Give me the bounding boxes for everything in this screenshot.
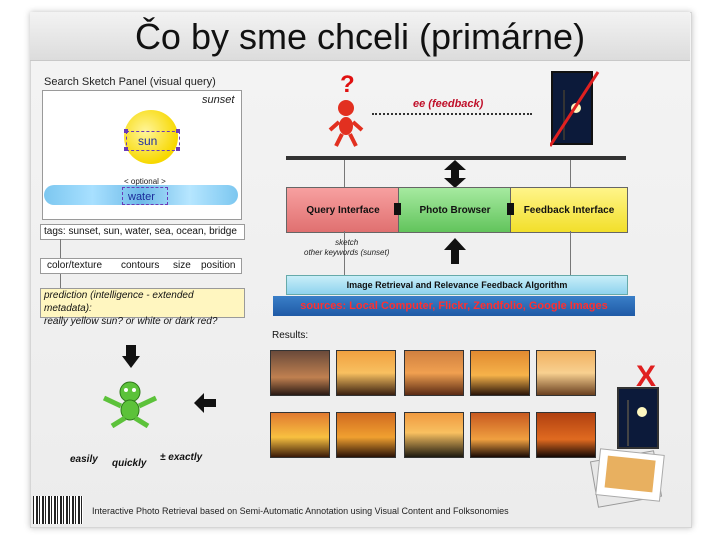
timeline-bar <box>286 156 626 160</box>
footer-text: Interactive Photo Retrieval based on Sem… <box>92 506 509 516</box>
sun-selection-box[interactable] <box>126 131 180 151</box>
result-thumbnail[interactable] <box>536 412 596 458</box>
double-arrow-icon <box>444 160 466 188</box>
result-thumbnail[interactable] <box>336 412 396 458</box>
arrow-up-icon <box>444 238 466 264</box>
connector-line <box>60 239 61 258</box>
prediction-row: prediction (intelligence - extended meta… <box>40 288 245 327</box>
query-interface-box[interactable]: Query Interface <box>286 187 400 233</box>
selection-handle[interactable] <box>176 129 180 133</box>
water-label: water <box>128 191 155 203</box>
result-thumbnail[interactable] <box>336 350 396 396</box>
selection-handle[interactable] <box>176 147 180 151</box>
easily-label: easily <box>70 454 98 465</box>
sun-label: sun <box>138 134 158 148</box>
results-label: Results: <box>272 330 309 341</box>
feedback-dotted-line <box>372 113 532 115</box>
feedback-label: ee (feedback) <box>413 98 484 110</box>
svg-text:?: ? <box>340 71 355 98</box>
optional-label: < optional > <box>124 177 166 186</box>
connector-square <box>507 203 514 215</box>
arrow-icon <box>122 356 140 368</box>
selection-handle[interactable] <box>124 147 128 151</box>
sketch-panel-title: Search Sketch Panel (visual query) <box>44 76 216 88</box>
connector-line <box>344 231 345 275</box>
water-sketch[interactable] <box>44 185 238 205</box>
color-texture-label: color/texture <box>47 260 103 271</box>
connector-square <box>394 203 401 215</box>
photo-stack-icon <box>589 448 665 508</box>
red-character-icon: ? <box>328 71 364 147</box>
result-thumbnail[interactable] <box>270 350 330 396</box>
result-thumbnail[interactable] <box>470 350 530 396</box>
water-selection-box[interactable] <box>122 187 168 205</box>
connector-line <box>60 273 61 288</box>
result-thumbnail[interactable] <box>270 412 330 458</box>
contours-label: contours <box>121 260 160 271</box>
prediction-line-1: prediction (intelligence - extended meta… <box>44 290 194 314</box>
lamp-icon <box>617 387 659 449</box>
sun-sketch[interactable] <box>124 110 178 164</box>
connector-line <box>344 160 345 187</box>
result-thumbnail[interactable] <box>404 350 464 396</box>
sketch-keywords-label: sketch other keywords (sunset) <box>304 238 389 258</box>
features-row[interactable]: color/texture contours size position <box>40 258 242 274</box>
position-label: position <box>201 260 236 271</box>
result-thumbnail[interactable] <box>404 412 464 458</box>
photo-browser-box[interactable]: Photo Browser <box>398 187 512 233</box>
sources-bar: sources: Local Computer, Flickr, Zendfol… <box>273 296 635 316</box>
green-character-icon <box>102 381 158 428</box>
tags-row[interactable]: tags: sunset, sun, water, sea, ocean, br… <box>40 224 245 240</box>
slide-title: Čo by sme chceli (primárne) <box>134 16 586 57</box>
algorithm-box: Image Retrieval and Relevance Feedback A… <box>286 275 628 295</box>
barcode-icon <box>33 496 83 524</box>
arrow-icon <box>126 345 136 357</box>
selection-handle[interactable] <box>124 129 128 133</box>
quickly-label: quickly <box>112 458 147 469</box>
feedback-interface-box[interactable]: Feedback Interface <box>510 187 628 233</box>
arrow-left-icon <box>194 393 216 413</box>
connector-line <box>570 160 571 187</box>
prediction-line-2: really yellow sun? or white or dark red? <box>44 316 218 327</box>
result-thumbnail[interactable] <box>470 412 530 458</box>
connector-line <box>570 231 571 275</box>
sketch-keyword-line-2: other keywords (sunset) <box>304 248 390 257</box>
size-label: size <box>173 260 191 271</box>
title-bar <box>30 12 690 61</box>
sunset-label: sunset <box>202 94 235 106</box>
exactly-label: ± exactly <box>160 452 203 463</box>
lamp-icon <box>550 71 600 147</box>
sketch-keyword-line-1: sketch <box>335 238 359 247</box>
reject-mark: X <box>636 360 657 393</box>
result-thumbnail[interactable] <box>536 350 596 396</box>
